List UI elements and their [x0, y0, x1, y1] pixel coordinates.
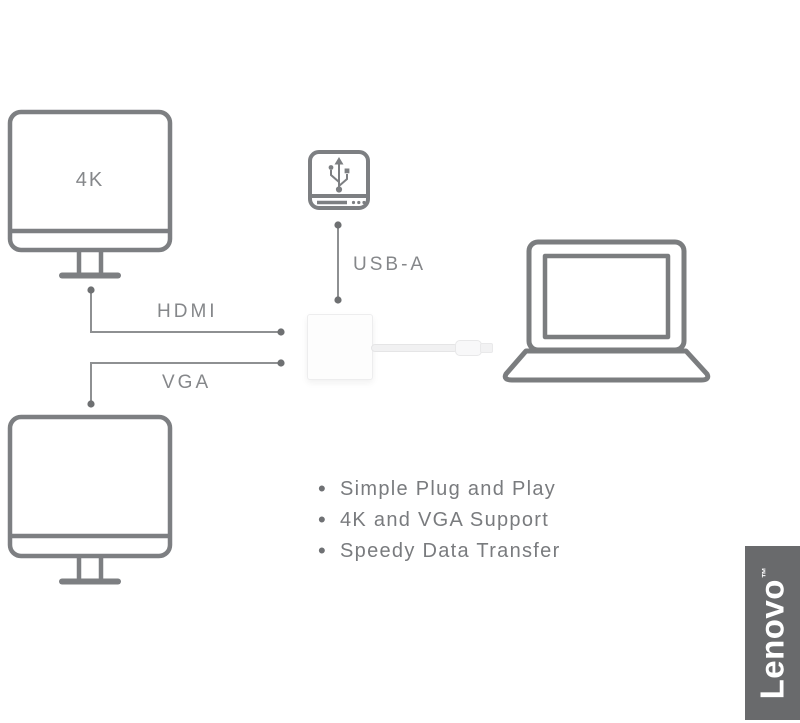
feature-item-data-transfer: Speedy Data Transfer	[318, 538, 561, 569]
monitor-4k-label: 4K	[75, 169, 105, 191]
laptop-icon	[502, 239, 711, 383]
connector-line-usb-a	[334, 221, 342, 304]
lenovo-wordmark: Lenovo	[753, 579, 791, 700]
usb-trident-icon	[328, 157, 350, 193]
connector-line-vga	[87, 359, 285, 408]
adapter-cable	[371, 344, 458, 352]
adapter-body	[307, 314, 373, 380]
vga-label: VGA	[162, 372, 212, 393]
lenovo-logo: Lenovo™	[745, 546, 800, 720]
hdmi-label: HDMI	[157, 301, 218, 322]
adapter-plug-tip	[480, 343, 493, 353]
feature-list: Simple Plug and Play 4K and VGA Support …	[318, 476, 561, 569]
trademark-symbol: ™	[760, 566, 773, 579]
usb-a-label: USB-A	[353, 254, 427, 275]
monitor-vga-icon	[7, 414, 173, 585]
connector-line-hdmi	[87, 286, 285, 336]
lenovo-logo-text: Lenovo™	[754, 567, 792, 700]
monitor-4k-icon	[7, 109, 173, 279]
feature-item-plug-and-play: Simple Plug and Play	[318, 476, 561, 507]
feature-item-4k-vga-support: 4K and VGA Support	[318, 507, 561, 538]
adapter-plug-housing	[455, 340, 482, 356]
